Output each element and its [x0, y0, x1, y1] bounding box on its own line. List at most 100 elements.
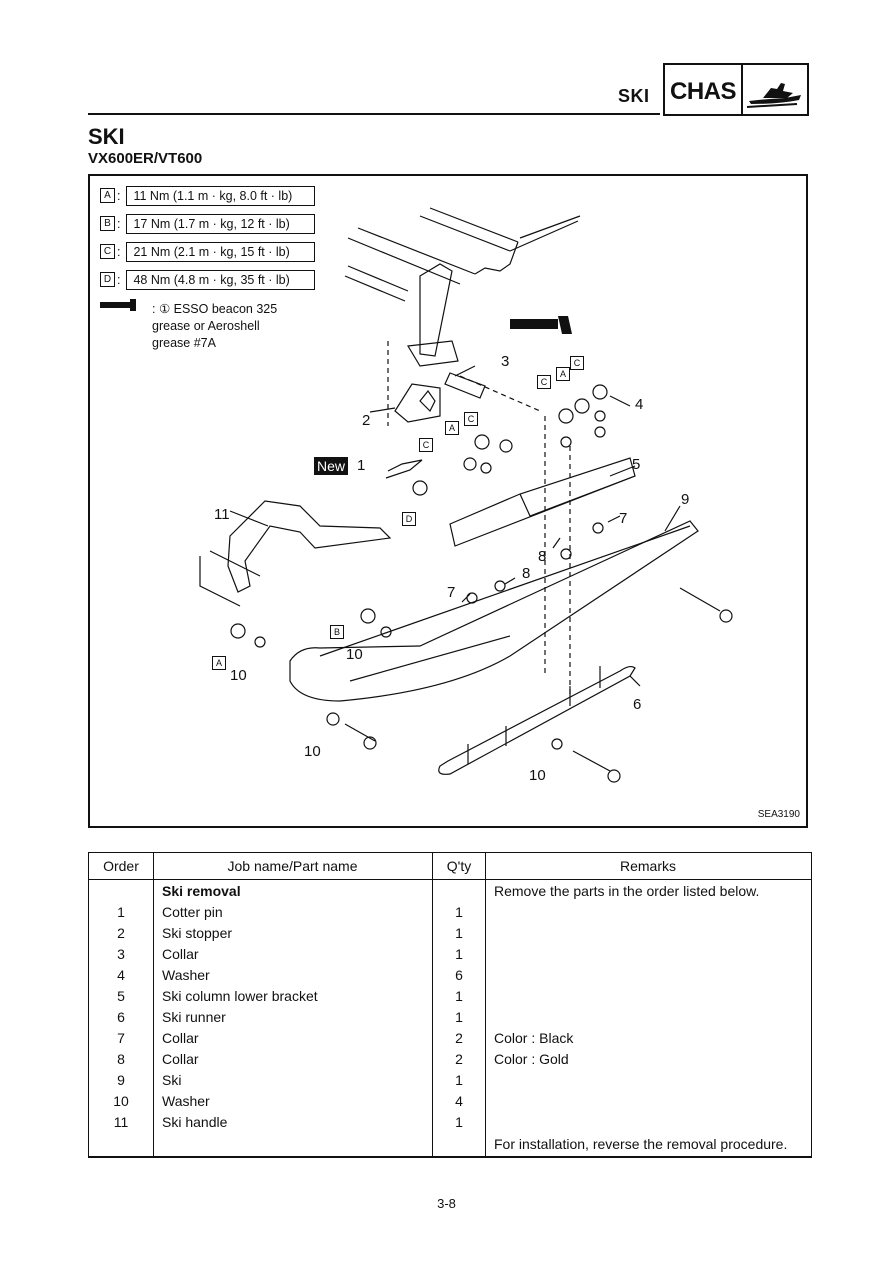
- new-part-tag: New: [314, 457, 349, 475]
- snowmobile-icon: [746, 83, 801, 108]
- grease-note-line: grease #7A: [152, 336, 216, 350]
- col-order: Order: [88, 852, 154, 880]
- section-label: SKI: [618, 86, 650, 106]
- cell-remarks: [485, 901, 812, 922]
- cell-name: Ski handle: [153, 1111, 433, 1132]
- cell-name: Washer: [153, 964, 433, 985]
- section-box-label: CHAS: [665, 65, 743, 114]
- callout-9: 9: [681, 491, 690, 508]
- cell-remarks: [485, 922, 812, 943]
- ski-assembly-drawing: [100, 207, 733, 783]
- callout-8a: 8: [538, 548, 547, 565]
- table-row: For installation, reverse the removal pr…: [88, 1132, 812, 1158]
- callout-1: 1: [357, 457, 366, 474]
- torque-value: 17 Nm (1.7 m · kg, 12 ft · lb): [126, 213, 316, 234]
- cell-order: 9: [88, 1069, 154, 1090]
- callout-5: 5: [632, 456, 641, 473]
- cell-order: [88, 879, 154, 901]
- torque-colon: :: [117, 188, 121, 203]
- cell-order: 10: [88, 1090, 154, 1111]
- cell-remarks: [485, 1090, 812, 1111]
- torque-colon: :: [117, 216, 121, 231]
- col-job: Job name/Part name: [153, 852, 433, 880]
- callout-2: 2: [362, 412, 371, 429]
- cell-order: 3: [88, 943, 154, 964]
- torque-value: 48 Nm (4.8 m · kg, 35 ft · lb): [126, 269, 316, 290]
- callout-3: 3: [501, 353, 510, 370]
- table-row: 9 Ski 1: [88, 1069, 812, 1090]
- figure-code: SEA3190: [757, 809, 800, 820]
- cell-order: 11: [88, 1111, 154, 1132]
- cell-name: Ski removal: [153, 879, 433, 901]
- torque-spec-c: C: 21 Nm (2.1 m · kg, 15 ft · lb): [100, 241, 316, 262]
- cell-name: Ski column lower bracket: [153, 985, 433, 1006]
- cell-qty: 1: [432, 943, 486, 964]
- cell-remarks: For installation, reverse the removal pr…: [485, 1132, 812, 1158]
- tag-a: A: [556, 367, 570, 381]
- cell-qty: 1: [432, 901, 486, 922]
- grease-note-line: : ① ESSO beacon 325: [152, 302, 278, 316]
- header-rule: [88, 113, 660, 115]
- callout-11: 11: [214, 506, 230, 523]
- cell-qty: 1: [432, 922, 486, 943]
- table-row: Ski removal Remove the parts in the orde…: [88, 879, 812, 901]
- callout-10c: 10: [304, 743, 321, 760]
- torque-spec-b: B: 17 Nm (1.7 m · kg, 12 ft · lb): [100, 213, 316, 234]
- cell-name: [153, 1132, 433, 1158]
- callout-10b: 10: [230, 667, 247, 684]
- cell-qty: 2: [432, 1027, 486, 1048]
- cell-order: 2: [88, 922, 154, 943]
- cell-order: 7: [88, 1027, 154, 1048]
- table-row: 6 Ski runner 1: [88, 1006, 812, 1027]
- cell-name: Washer: [153, 1090, 433, 1111]
- cell-name: Collar: [153, 1048, 433, 1069]
- torque-letter: A: [100, 188, 115, 203]
- torque-spec-d: D: 48 Nm (4.8 m · kg, 35 ft · lb): [100, 269, 316, 290]
- cell-qty: 1: [432, 1006, 486, 1027]
- table-row: 1 Cotter pin 1: [88, 901, 812, 922]
- cell-name: Cotter pin: [153, 901, 433, 922]
- cell-qty: 6: [432, 964, 486, 985]
- callout-6: 6: [633, 696, 642, 713]
- table-row: 10 Washer 4: [88, 1090, 812, 1111]
- torque-value: 11 Nm (1.1 m · kg, 8.0 ft · lb): [126, 185, 316, 206]
- callout-7a: 7: [619, 510, 628, 527]
- cell-remarks: [485, 1069, 812, 1090]
- cell-qty: 1: [432, 985, 486, 1006]
- cell-qty: 2: [432, 1048, 486, 1069]
- cell-name: Ski: [153, 1069, 433, 1090]
- grease-note-line: grease or Aeroshell: [152, 319, 260, 333]
- cell-order: 6: [88, 1006, 154, 1027]
- callout-10d: 10: [529, 767, 546, 784]
- cell-order: 5: [88, 985, 154, 1006]
- tag-c: C: [570, 356, 584, 370]
- torque-letter: D: [100, 272, 115, 287]
- cell-name: Ski runner: [153, 1006, 433, 1027]
- table-row: 4 Washer 6: [88, 964, 812, 985]
- callout-10a: 10: [346, 646, 363, 663]
- callout-7b: 7: [447, 584, 456, 601]
- cell-remarks: [485, 1006, 812, 1027]
- grease-note: : ① ESSO beacon 325 grease or Aeroshell …: [152, 301, 277, 352]
- cell-remarks: [485, 985, 812, 1006]
- cell-remarks: Remove the parts in the order listed bel…: [485, 879, 812, 901]
- cell-remarks: [485, 964, 812, 985]
- tag-c: C: [419, 438, 433, 452]
- col-remarks: Remarks: [485, 852, 812, 880]
- cell-qty: 4: [432, 1090, 486, 1111]
- torque-letter: B: [100, 216, 115, 231]
- page-subtitle: VX600ER/VT600: [88, 150, 203, 167]
- tag-c: C: [537, 375, 551, 389]
- cell-qty: [432, 879, 486, 901]
- parts-table: Order Job name/Part name Q'ty Remarks Sk…: [88, 852, 812, 1158]
- cell-remarks: Color : Gold: [485, 1048, 812, 1069]
- tag-b: B: [330, 625, 344, 639]
- callout-4: 4: [635, 396, 644, 413]
- table-row: 8 Collar 2 Color : Gold: [88, 1048, 812, 1069]
- tag-a: A: [212, 656, 226, 670]
- cell-order: 8: [88, 1048, 154, 1069]
- cell-remarks: [485, 943, 812, 964]
- cell-name: Collar: [153, 1027, 433, 1048]
- cell-name: Collar: [153, 943, 433, 964]
- table-header-row: Order Job name/Part name Q'ty Remarks: [88, 852, 812, 880]
